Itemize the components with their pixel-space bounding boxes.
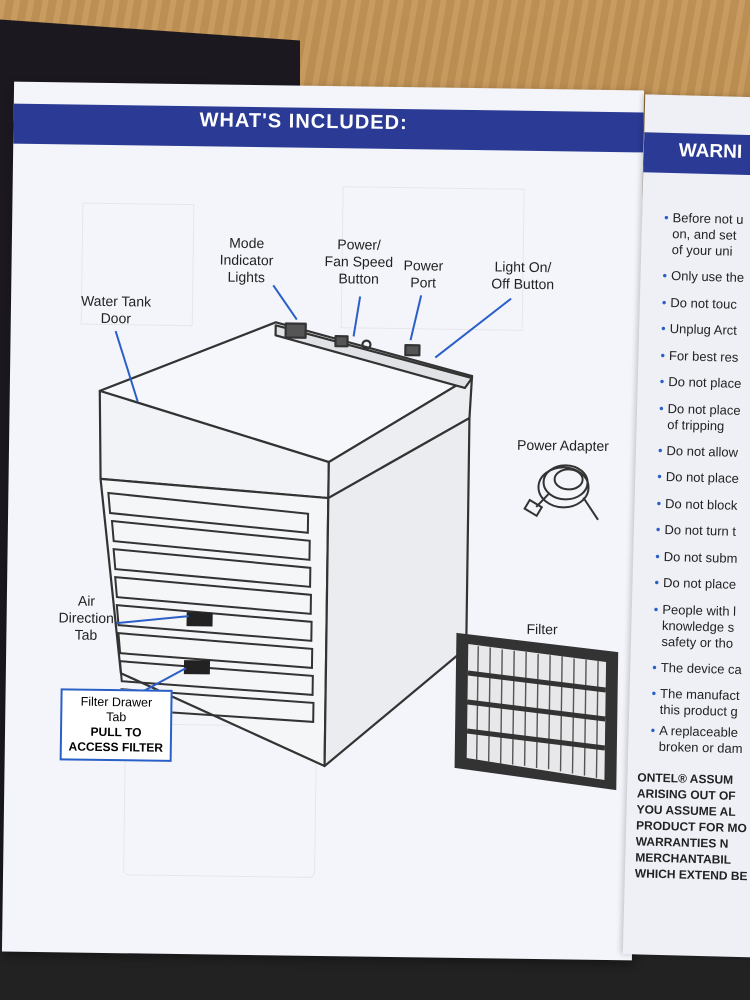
label-mode-indicator-lights: Mode Indicator Lights xyxy=(219,234,274,286)
power-adapter-illustration xyxy=(523,464,599,521)
warning-item: •For best res xyxy=(660,347,739,365)
manual-page-left: WHAT'S INCLUDED: xyxy=(1,81,645,961)
warning-item: •Do not touc xyxy=(661,294,738,312)
filter-illustration xyxy=(454,632,619,791)
disclaimer-line: WHICH EXTEND BE xyxy=(634,866,748,884)
filter-drawer-callout-box: Filter Drawer Tab PULL TO ACCESS FILTER xyxy=(59,688,173,762)
warning-item: •A replaceable broken or dam xyxy=(650,722,743,757)
warning-list: •Before not u on, and set of your uni •O… xyxy=(650,205,750,762)
warning-item: •Do not place xyxy=(659,373,742,391)
warning-item: •Do not subm xyxy=(655,548,738,566)
label-pull-to-access-filter: PULL TO ACCESS FILTER xyxy=(68,724,164,755)
warning-item: •Do not turn t xyxy=(655,521,737,539)
warning-item: •The manufact this product g xyxy=(651,685,740,719)
label-air-direction-tab: Air Direction Tab xyxy=(58,592,114,643)
warning-item: •Only use the xyxy=(662,267,745,285)
warning-title: WARNI xyxy=(678,140,743,163)
warning-item: •Unplug Arct xyxy=(660,320,738,338)
warning-item: •People with l knowledge s safety or tho xyxy=(653,601,737,651)
warning-item: •Do not allow xyxy=(657,442,739,460)
disclaimer-text: ONTEL® ASSUM ARISING OUT OF YOU ASSUME A… xyxy=(635,769,750,884)
warning-item: •The device ca xyxy=(652,659,742,677)
label-power-port: Power Port xyxy=(403,257,444,291)
warning-item: •Before not u on, and set of your uni xyxy=(663,209,744,259)
warning-item: •Do not place xyxy=(657,468,740,486)
manual-page-right: WARNI •Before not u on, and set of your … xyxy=(622,94,750,958)
warning-item: •Do not block xyxy=(656,495,738,513)
label-light-on-off-button: Light On/ Off Button xyxy=(491,258,555,293)
filter-drawer-tab-shape xyxy=(183,660,211,675)
air-cooler-illustration xyxy=(98,284,619,791)
label-filter: Filter xyxy=(526,620,558,638)
label-power-adapter: Power Adapter xyxy=(516,436,610,454)
warning-item: •Do not place xyxy=(654,574,737,592)
air-direction-tab-shape xyxy=(186,612,213,627)
label-water-tank-door: Water Tank Door xyxy=(80,292,152,327)
label-power-fan-speed-button: Power/ Fan Speed Button xyxy=(324,236,394,287)
warning-item: •Do not place of tripping xyxy=(658,400,741,433)
label-filter-drawer-tab: Filter Drawer Tab xyxy=(80,694,153,725)
